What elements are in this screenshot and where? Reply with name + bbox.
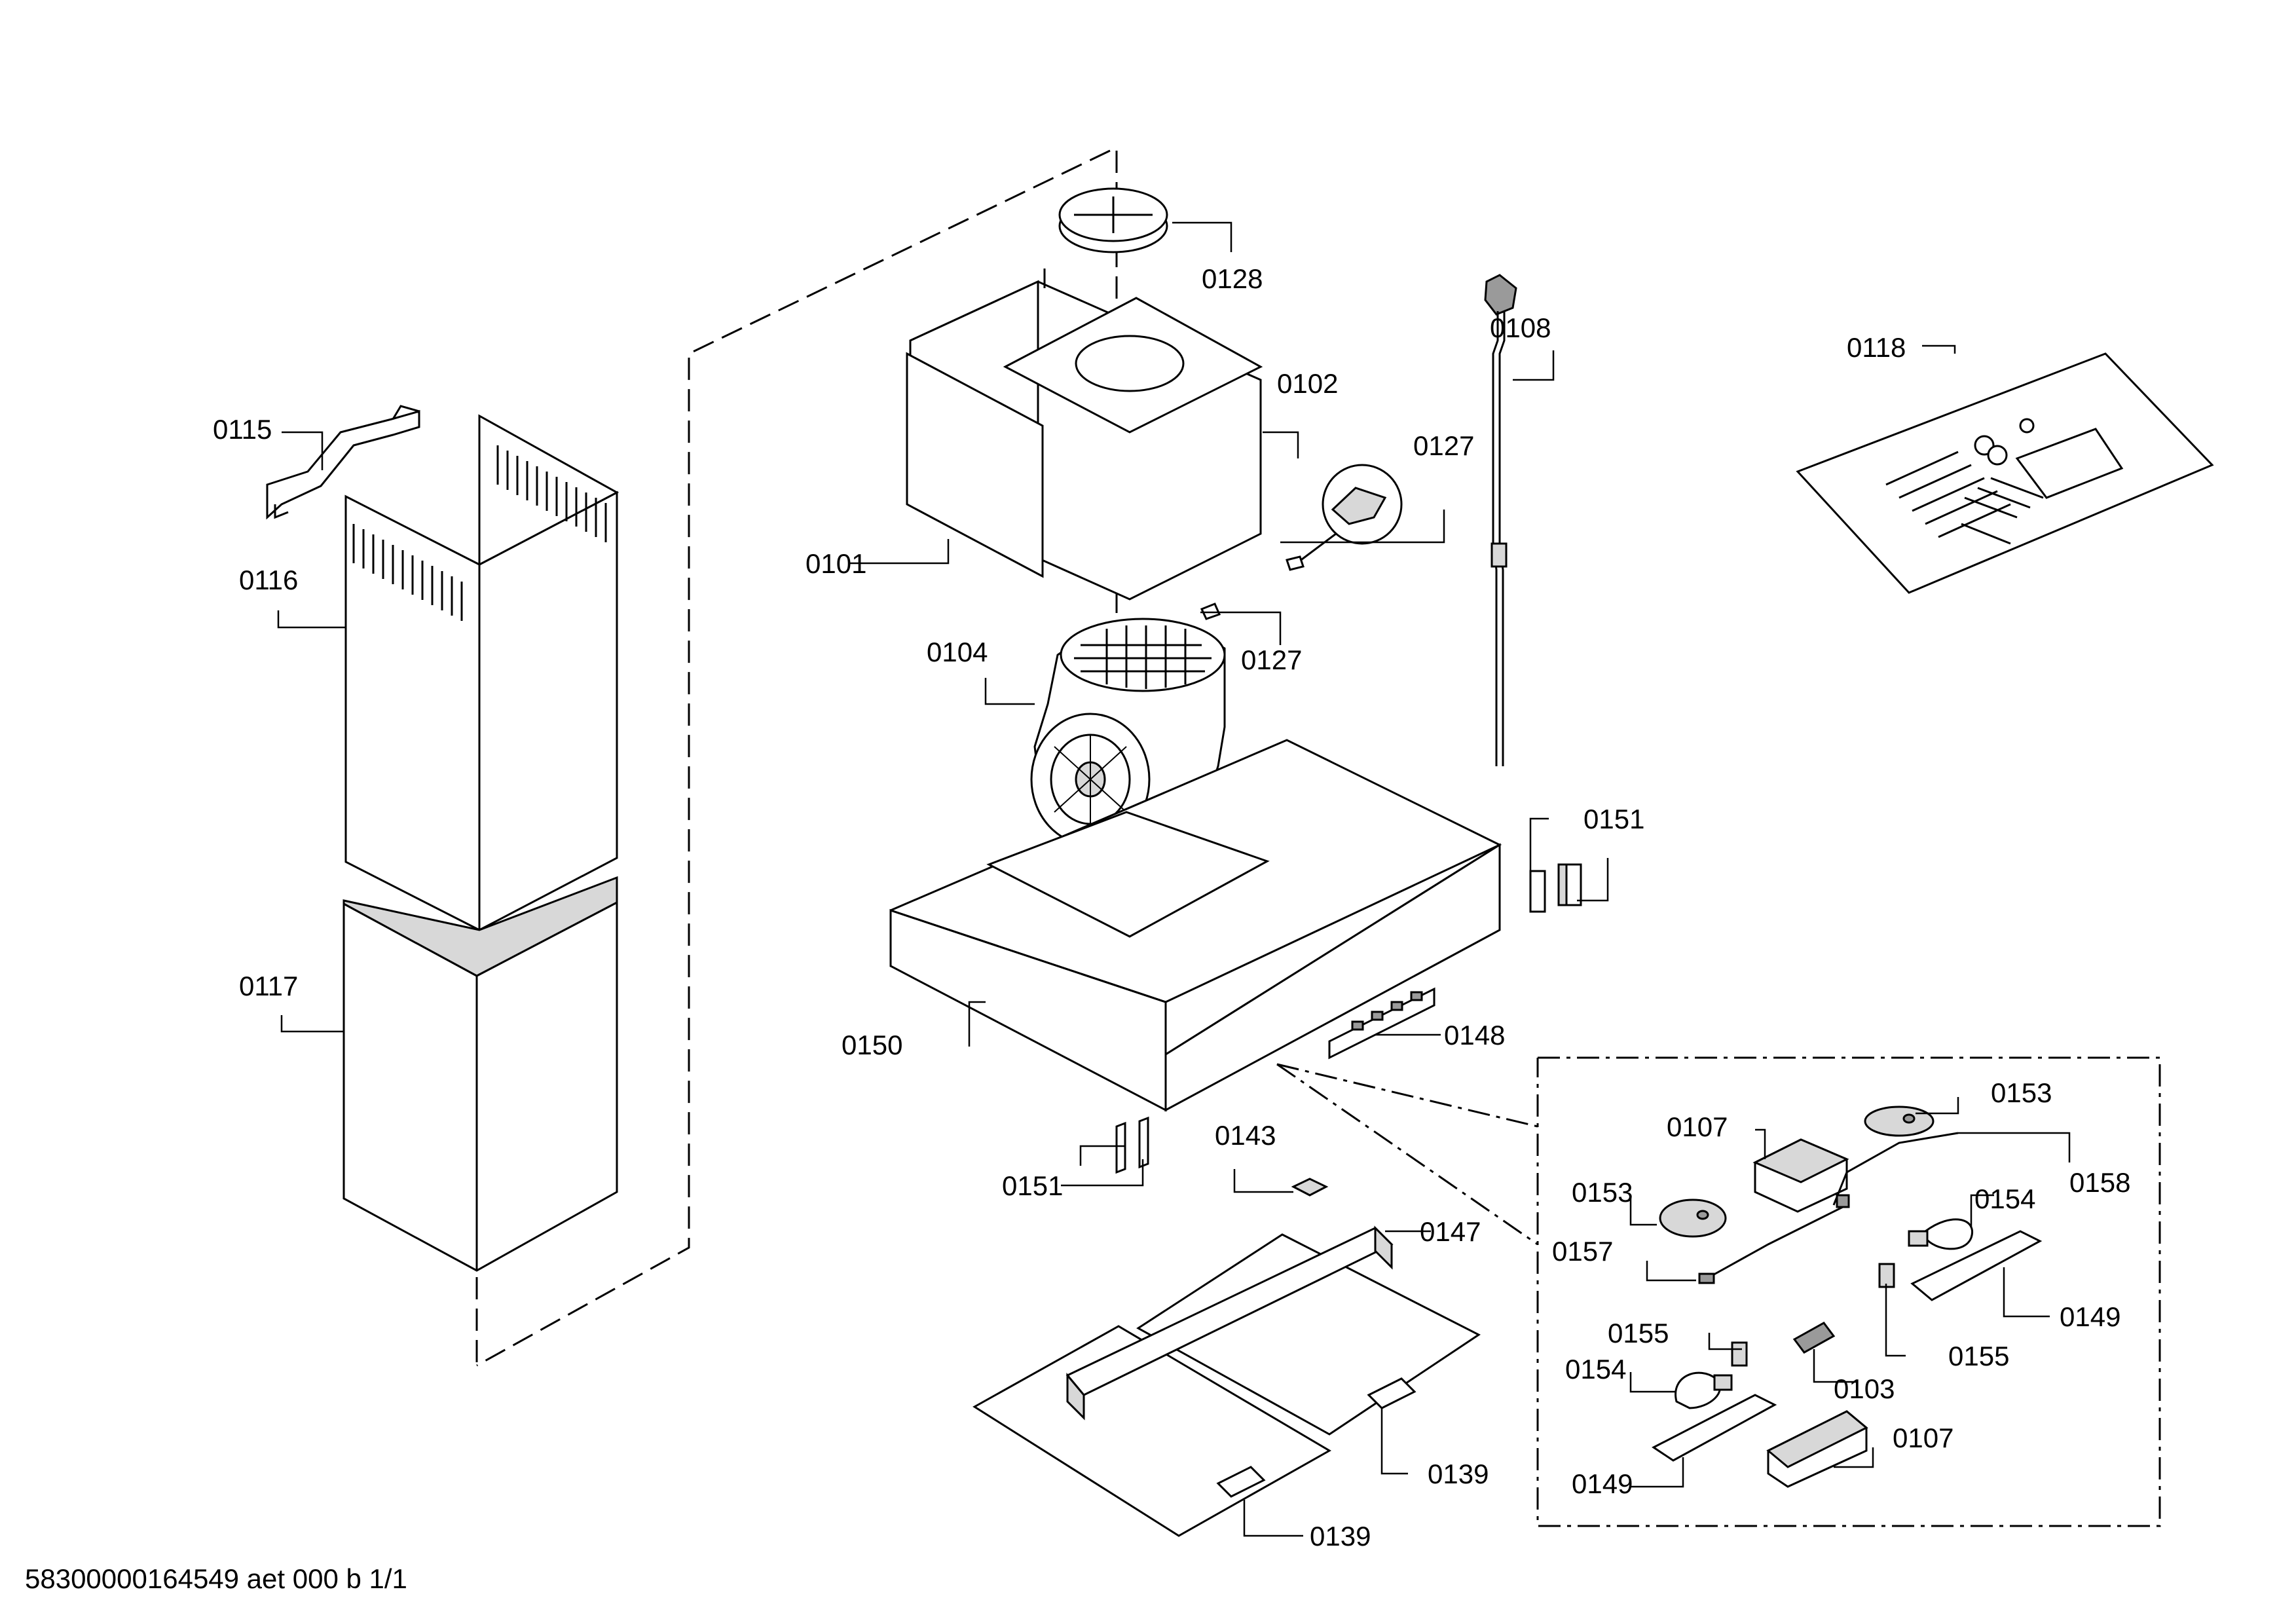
label-0116: 0116 bbox=[239, 565, 298, 595]
label-0153-upper: 0153 bbox=[1991, 1077, 2052, 1108]
lighting-detail-box bbox=[1276, 1056, 2161, 1527]
label-0139-right: 0139 bbox=[1428, 1459, 1489, 1489]
label-0107-lower: 0107 bbox=[1893, 1422, 1953, 1453]
label-0153-lower: 0153 bbox=[1572, 1177, 1633, 1208]
part-0108-power-cord bbox=[1484, 274, 1517, 766]
part-0117-lower-chimney bbox=[343, 876, 618, 1272]
part-0115-bracket bbox=[266, 405, 420, 520]
part-0149-glass-left bbox=[1652, 1394, 1777, 1462]
part-labels: 0128 0102 0127 0127 0101 0104 0108 0115 … bbox=[213, 263, 2130, 1552]
label-0103: 0103 bbox=[1834, 1373, 1895, 1404]
part-0148-control-panel bbox=[1328, 987, 1435, 1060]
part-0128-ring bbox=[1058, 187, 1168, 253]
label-0102: 0102 bbox=[1277, 368, 1338, 399]
label-0127-lower: 0127 bbox=[1241, 644, 1302, 675]
label-0101: 0101 bbox=[805, 548, 866, 579]
part-0154-bulb-right bbox=[1908, 1218, 1973, 1250]
leader-lines bbox=[277, 221, 2071, 1537]
part-0118-hardware-bag bbox=[1796, 352, 2214, 594]
part-0101-0102-duct-frame bbox=[906, 269, 1263, 601]
label-0147: 0147 bbox=[1420, 1216, 1481, 1247]
part-0150-hood-body bbox=[889, 739, 1502, 1112]
part-0157-0158-wiring bbox=[1698, 1132, 1959, 1284]
label-0149-left: 0149 bbox=[1572, 1468, 1633, 1499]
part-0151-clips-right bbox=[1529, 863, 1582, 913]
label-0158: 0158 bbox=[2069, 1167, 2130, 1198]
label-0151-lower: 0151 bbox=[1002, 1170, 1063, 1201]
part-0116-upper-chimney bbox=[344, 414, 620, 931]
part-0149-glass-right bbox=[1910, 1230, 2043, 1301]
part-0139-0147-grease-filters bbox=[972, 1225, 1481, 1537]
motor-grille bbox=[1074, 625, 1212, 689]
part-0143-pad bbox=[1291, 1178, 1329, 1197]
label-0150: 0150 bbox=[842, 1030, 902, 1060]
label-0154-left: 0154 bbox=[1565, 1354, 1626, 1385]
part-0103-terminal bbox=[1792, 1322, 1836, 1354]
part-0153-lamp-cover-upper bbox=[1864, 1106, 1935, 1137]
part-0155-socket-left bbox=[1731, 1341, 1748, 1367]
label-0143: 0143 bbox=[1215, 1120, 1276, 1151]
label-0128: 0128 bbox=[1202, 263, 1263, 294]
label-0107-upper: 0107 bbox=[1667, 1111, 1728, 1142]
label-0149-right: 0149 bbox=[2060, 1301, 2120, 1332]
label-0148: 0148 bbox=[1444, 1020, 1505, 1050]
label-0117: 0117 bbox=[239, 971, 298, 1001]
part-0153-lamp-cover-lower bbox=[1659, 1199, 1727, 1238]
label-0115: 0115 bbox=[213, 414, 272, 445]
label-0157: 0157 bbox=[1552, 1236, 1613, 1267]
vent-slots-right bbox=[496, 445, 607, 542]
label-0139-left: 0139 bbox=[1310, 1521, 1371, 1552]
label-0108: 0108 bbox=[1490, 312, 1551, 343]
vent-slots-left bbox=[352, 524, 463, 621]
label-0155-left: 0155 bbox=[1608, 1318, 1669, 1348]
screws-anchors bbox=[1885, 451, 2044, 545]
document-id: 58300000164549 aet 000 b 1/1 bbox=[25, 1563, 407, 1594]
part-0154-bulb-left bbox=[1675, 1371, 1733, 1409]
label-0104: 0104 bbox=[927, 637, 988, 667]
part-0155-socket-right bbox=[1878, 1263, 1895, 1288]
label-0151-right: 0151 bbox=[1583, 804, 1644, 834]
part-0107-lamp-holder-upper bbox=[1752, 1138, 1849, 1213]
part-0107-lamp-holder-lower bbox=[1766, 1410, 1868, 1488]
part-0127-clip-detail bbox=[1200, 464, 1403, 620]
label-0155-right: 0155 bbox=[1948, 1341, 2009, 1371]
label-0154-right: 0154 bbox=[1974, 1183, 2035, 1214]
label-0127-upper: 0127 bbox=[1413, 430, 1474, 461]
part-0151-clips-lower bbox=[1115, 1116, 1149, 1174]
label-0118: 0118 bbox=[1847, 332, 1906, 363]
